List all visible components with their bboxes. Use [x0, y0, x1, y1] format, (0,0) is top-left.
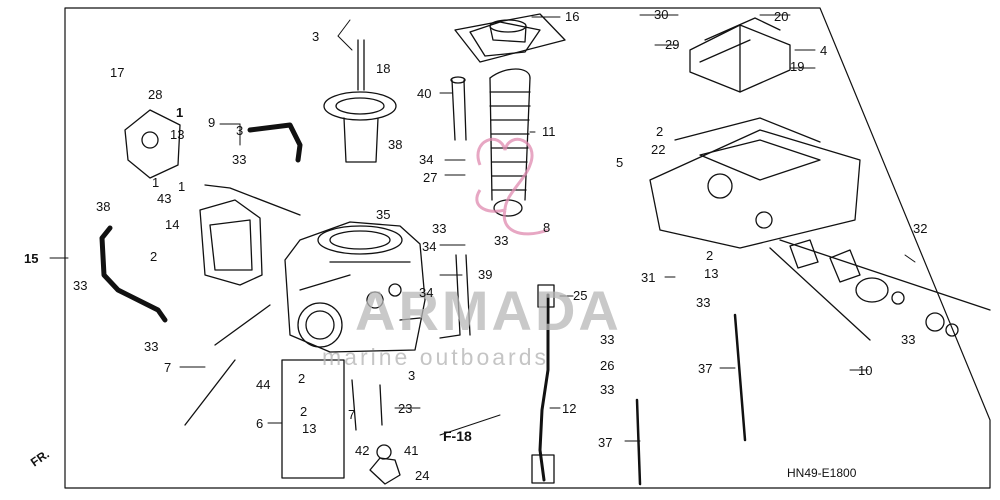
callout-11: 11 — [542, 124, 556, 139]
callout-37: 37 — [698, 361, 713, 376]
callout-44: 44 — [256, 377, 271, 392]
callout-2: 2 — [656, 124, 664, 139]
callout-3c: 3 — [408, 368, 416, 383]
callout-22: 22 — [651, 142, 666, 157]
callout-39: 39 — [478, 267, 493, 282]
part-rod-37b — [635, 398, 642, 486]
callout-3: 3 — [312, 29, 320, 44]
part-tube-39 — [439, 254, 471, 339]
callout-3b: 3 — [236, 123, 244, 138]
part-float-bowl-5 — [649, 117, 861, 249]
callout-18: 18 — [376, 61, 391, 76]
callout-33g: 33 — [600, 332, 615, 347]
callout-5: 5 — [616, 155, 624, 170]
part-funnel-38 — [323, 39, 397, 163]
watermark-subtitle: marine outboards — [322, 344, 549, 370]
callout-15: 15 — [24, 251, 39, 266]
callout-12: 12 — [562, 401, 577, 416]
callout-6: 6 — [256, 416, 264, 431]
callout-25: 25 — [573, 288, 588, 303]
callout-13b: 13 — [704, 266, 719, 281]
callout-33d: 33 — [73, 278, 88, 293]
callout-40: 40 — [417, 86, 432, 101]
callout-33b: 33 — [432, 221, 447, 236]
callout-35: 35 — [376, 207, 391, 222]
part-carburetor-body — [284, 221, 426, 353]
callout-27: 27 — [423, 170, 438, 185]
part-block-28 — [124, 109, 181, 179]
callout-33e: 33 — [696, 295, 711, 310]
callout-30: 30 — [654, 7, 669, 22]
watermark-emblem — [475, 137, 549, 236]
callout-38: 38 — [388, 137, 403, 152]
part-spring-11 — [489, 68, 531, 217]
callout-34b: 34 — [422, 239, 437, 254]
callout-9: 9 — [208, 115, 216, 130]
callout-41: 41 — [404, 443, 419, 458]
callout-13c: 13 — [302, 421, 317, 436]
callout-28: 28 — [148, 87, 163, 102]
callout-37b: 37 — [598, 435, 613, 450]
callout-32: 32 — [913, 221, 928, 236]
callout-42: 42 — [355, 443, 370, 458]
callout-34: 34 — [419, 152, 434, 167]
part-cap-24 — [369, 457, 401, 485]
section-ref-f18: F-18 — [443, 428, 472, 444]
callout-2e: 2 — [300, 404, 308, 419]
callout-4: 4 — [820, 43, 828, 58]
callout-13: 13 — [170, 127, 185, 142]
callout-20: 20 — [774, 9, 789, 24]
callout-26: 26 — [600, 358, 615, 373]
part-rod-7 — [184, 359, 236, 426]
callout-33i: 33 — [600, 382, 615, 397]
part-spring-7 — [214, 304, 271, 346]
callout-19: 19 — [790, 59, 805, 74]
part-hose-36 — [99, 225, 168, 323]
callout-38b: 38 — [96, 199, 111, 214]
callout-10: 10 — [858, 363, 873, 378]
part-box-4 — [689, 17, 791, 93]
callout-23: 23 — [398, 401, 413, 416]
callout-1b: 1 — [152, 175, 160, 190]
callout-33: 33 — [232, 152, 247, 167]
callout-29: 29 — [665, 37, 680, 52]
watermark-brand: ARMADA — [355, 279, 622, 342]
callout-1c: 1 — [178, 179, 186, 194]
callout-1: 1 — [176, 105, 184, 120]
part-cable-12 — [538, 293, 550, 482]
part-cover-16 — [454, 13, 566, 63]
part-cover-2 — [199, 199, 263, 286]
callout-2d: 2 — [298, 371, 306, 386]
part-tube-40 — [451, 79, 467, 141]
part-hose-38 — [247, 122, 303, 163]
callout-33c: 33 — [494, 233, 509, 248]
callout-16: 16 — [565, 9, 580, 24]
callout-8: 8 — [543, 220, 551, 235]
callout-14: 14 — [165, 217, 180, 232]
callout-43: 43 — [157, 191, 172, 206]
assembly-outline — [64, 7, 991, 489]
callout-17: 17 — [110, 65, 125, 80]
callout-33f: 33 — [144, 339, 159, 354]
callout-2c: 2 — [706, 248, 714, 263]
callout-33h: 33 — [901, 332, 916, 347]
callout-7: 7 — [164, 360, 172, 375]
diagram-code: HN49-E1800 — [787, 466, 857, 480]
callout-24: 24 — [415, 468, 430, 483]
callout-34c: 34 — [419, 285, 434, 300]
part-box-6 — [281, 359, 345, 479]
callout-7b: 7 — [348, 407, 356, 422]
part-needle-valve-10 — [769, 239, 991, 341]
callout-2b: 2 — [150, 249, 158, 264]
part-screw-14 — [204, 184, 301, 216]
callout-31: 31 — [641, 270, 656, 285]
part-rod-37a — [733, 313, 747, 442]
